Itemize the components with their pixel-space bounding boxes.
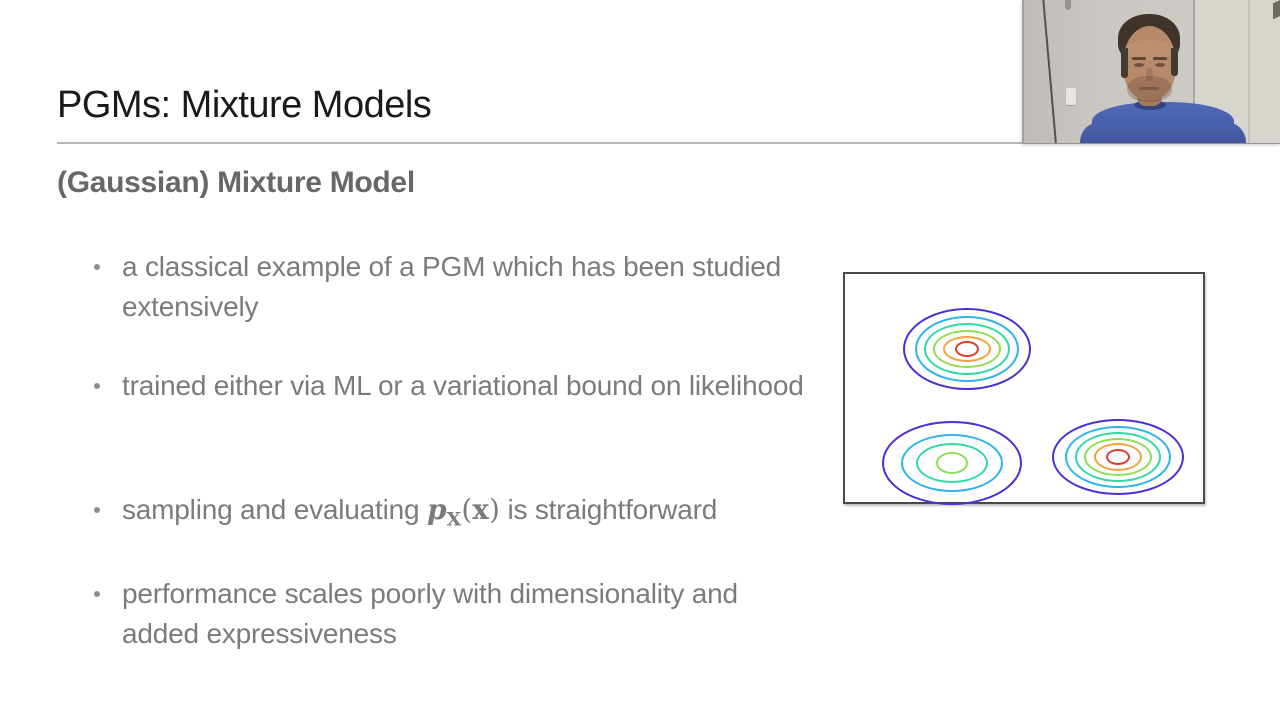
bullet-text: performance scales poorly with dimension… [122, 578, 738, 649]
bullet-item-1: a classical example of a PGM which has b… [94, 247, 802, 327]
bullet-text-post: is straightforward [499, 494, 718, 525]
contour-ring-bottom-left [916, 443, 988, 483]
bullet-text: trained either via ML or a variational b… [122, 370, 804, 401]
bullet-item-2: trained either via ML or a variational b… [94, 366, 804, 406]
slide-title: PGMs: Mixture Models [57, 84, 432, 126]
contour-ring-bottom-left [882, 421, 1022, 505]
contour-ring-bottom-left [936, 452, 968, 474]
bullet-item-4: performance scales poorly with dimension… [94, 574, 782, 654]
bullet-dot [94, 591, 100, 597]
person-eyebrow-left [1132, 57, 1146, 60]
bullet-dot [94, 507, 100, 513]
person-sideburn-left [1121, 48, 1128, 78]
person-eye-left [1134, 63, 1144, 67]
contour-ring-bottom-left [901, 434, 1003, 492]
math-arg-x: x [472, 493, 489, 526]
person-shoulders [1080, 122, 1246, 143]
person-eyebrow-right [1153, 57, 1167, 60]
person-forehead [1126, 40, 1173, 60]
contour-ring-top-center [924, 323, 1010, 375]
contour-ring-bottom-right [1084, 438, 1152, 476]
contour-ring-top-center [915, 316, 1019, 382]
bullet-dot [94, 264, 100, 270]
math-subscript-X: X [446, 508, 462, 531]
contour-ring-bottom-right [1052, 419, 1184, 495]
math-paren-close: ) [488, 493, 500, 526]
wall-hook [1065, 0, 1071, 10]
section-heading: (Gaussian) Mixture Model [57, 166, 415, 199]
bullet-dot [94, 383, 100, 389]
contour-ring-top-center [933, 330, 1001, 368]
title-divider-rule [57, 142, 1280, 144]
person-mouth [1139, 87, 1159, 90]
bullet-item-3: sampling and evaluating pX(x) is straigh… [94, 490, 717, 530]
math-p: p [426, 493, 447, 526]
webcam-overlay [1022, 0, 1280, 143]
person-nose [1146, 68, 1153, 81]
person-sideburn-right [1171, 48, 1178, 76]
light-switch [1066, 88, 1076, 105]
door-frame-shadow [1273, 0, 1280, 20]
bullet-text: sampling and evaluating pX(x) is straigh… [122, 490, 717, 530]
bullet-text-pre: sampling and evaluating [122, 494, 427, 525]
contour-ring-bottom-right [1094, 443, 1142, 471]
person-eye-right [1155, 63, 1165, 67]
contour-ring-top-center [943, 336, 991, 362]
closet-door [1193, 0, 1280, 143]
door-panel-line [1248, 0, 1250, 143]
closet-edge-line [1042, 0, 1058, 143]
math-expression-px: pX(x) [426, 493, 500, 529]
contour-ring-bottom-right [1106, 449, 1130, 465]
contour-ring-top-center [903, 308, 1031, 390]
contour-ring-bottom-right [1065, 426, 1171, 488]
bullet-text: a classical example of a PGM which has b… [122, 251, 782, 322]
contour-ring-bottom-right [1075, 432, 1161, 482]
webcam-left-edge [1022, 0, 1024, 143]
contour-ring-top-center [955, 341, 979, 357]
math-paren-open: ( [461, 493, 473, 526]
contour-figure [843, 272, 1205, 505]
